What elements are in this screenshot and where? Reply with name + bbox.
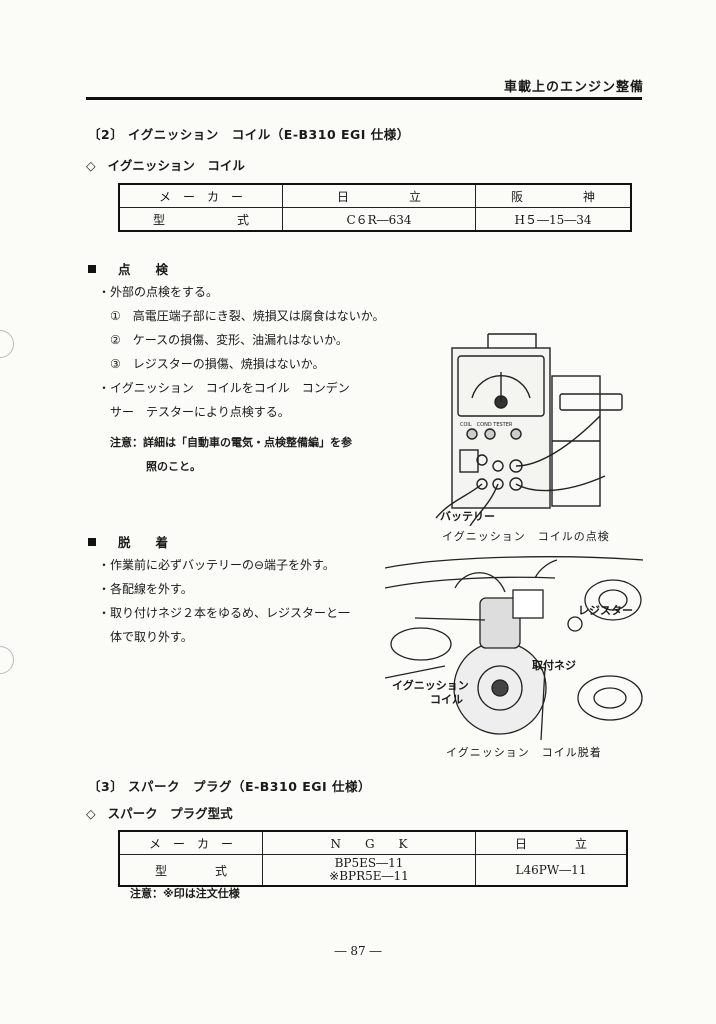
figure1-caption: イグニッション コイルの点検: [442, 530, 610, 543]
page-header-title: 車載上のエンジン整備: [503, 80, 644, 95]
table-header-cell: 日 立: [282, 183, 476, 208]
coil-label-1: イグニッション: [392, 679, 469, 692]
inspection-note: 注意：詳細は「自動車の電気・点検整備編」を参: [110, 434, 352, 450]
square-bullet-icon: [88, 538, 96, 546]
text-line: サー テスターにより点検する。: [110, 405, 290, 419]
text-line: ① 高電圧端子部にき裂、焼損又は腐食はないか。: [110, 309, 385, 323]
diamond-icon: ◇: [86, 806, 96, 821]
coil-tester-figure: COIL COND TESTER: [435, 333, 623, 526]
diamond-icon: ◇: [86, 158, 96, 173]
ngk-model: BP5ES―11: [334, 856, 404, 870]
table-cell-ngk: BP5ES―11 ※BPR5E―11: [262, 854, 476, 887]
table-row: メ ー カ ー 日 立 阪 神: [118, 183, 632, 208]
text-line: ・作業前に必ずバッテリーの⊖端子を外す。: [98, 558, 335, 572]
header-rule: [86, 97, 642, 100]
screw-label: 取付ネジ: [532, 659, 576, 672]
inspection-note-cont: 照のこと。: [146, 460, 201, 473]
table-header-cell: メ ー カ ー: [118, 830, 263, 855]
table-header-cell: メ ー カ ー: [118, 183, 283, 208]
punch-hole: [0, 646, 14, 674]
section2-heading: 〔2〕 イグニッション コイル（E-B310 EGI 仕様）: [88, 127, 410, 142]
plug-spec-table: メ ー カ ー N G K 日 立 型 式 BP5ES―11 ※BPR5E―11…: [118, 830, 628, 887]
subheading-text: イグニッション コイル: [107, 158, 245, 173]
note-text: 詳細は「自動車の電気・点検整備編」を参: [143, 436, 352, 449]
removal-body: ・作業前に必ずバッテリーの⊖端子を外す。 ・各配線を外す。 ・取り付けネジ２本を…: [98, 553, 350, 649]
table-cell: 型 式: [118, 854, 263, 887]
section3-heading: 〔3〕 スパーク プラグ（E-B310 EGI 仕様）: [88, 779, 372, 794]
text-line: ・取り付けネジ２本をゆるめ、レジスターと一: [98, 606, 351, 620]
inspection-body: ・外部の点検をする。 ① 高電圧端子部にき裂、焼損又は腐食はないか。 ② ケース…: [98, 280, 385, 424]
text-line: ・外部の点検をする。: [98, 285, 219, 299]
section3-subheading: ◇ スパーク プラグ型式: [86, 803, 233, 822]
text-line: ・各配線を外す。: [98, 582, 193, 596]
text-line: ・イグニッション コイルをコイル コンデン: [98, 381, 350, 395]
battery-label: バッテリー: [440, 510, 495, 523]
coil-spec-table: メ ー カ ー 日 立 阪 神 型 式 C６R―634 H５―15―34: [118, 183, 632, 232]
table-row: 型 式 BP5ES―11 ※BPR5E―11 L46PW―11: [118, 854, 628, 887]
subheading-text: スパーク プラグ型式: [107, 806, 233, 821]
table-cell: 型 式: [118, 207, 283, 232]
inspection-heading: 点 検: [88, 259, 168, 278]
resistor-label: レジスター: [578, 604, 633, 617]
square-bullet-icon: [88, 265, 96, 273]
table-row: 型 式 C６R―634 H５―15―34: [118, 207, 632, 232]
punch-hole: [0, 330, 14, 358]
note-label: 注意：: [110, 436, 143, 449]
text-line: ② ケースの損傷、変形、油漏れはないか。: [110, 333, 348, 347]
tester-label: COIL COND TESTER: [460, 422, 513, 428]
page-number: ― 87 ―: [334, 944, 382, 958]
ngk-model-alt: ※BPR5E―11: [329, 869, 409, 883]
table-row: メ ー カ ー N G K 日 立: [118, 830, 628, 855]
inspection-heading-text: 点 検: [118, 262, 169, 277]
figure2-caption: イグニッション コイル脱着: [446, 746, 602, 759]
plug-note: 注意：※印は注文仕様: [130, 887, 240, 900]
removal-heading: 脱 着: [88, 532, 168, 551]
table-header-cell: N G K: [262, 830, 476, 855]
text-line: ③ レジスターの損傷、焼損はないか。: [110, 357, 325, 371]
removal-heading-text: 脱 着: [118, 535, 169, 550]
text-line: 体で取り外す。: [110, 630, 193, 644]
coil-label-2: コイル: [430, 693, 463, 706]
table-header-cell: 阪 神: [475, 183, 632, 208]
table-cell: H５―15―34: [475, 207, 632, 232]
table-cell: L46PW―11: [475, 854, 628, 887]
table-cell: C６R―634: [282, 207, 476, 232]
table-header-cell: 日 立: [475, 830, 628, 855]
section2-subheading: ◇ イグニッション コイル: [86, 155, 245, 174]
coil-removal-figure: [385, 556, 644, 740]
